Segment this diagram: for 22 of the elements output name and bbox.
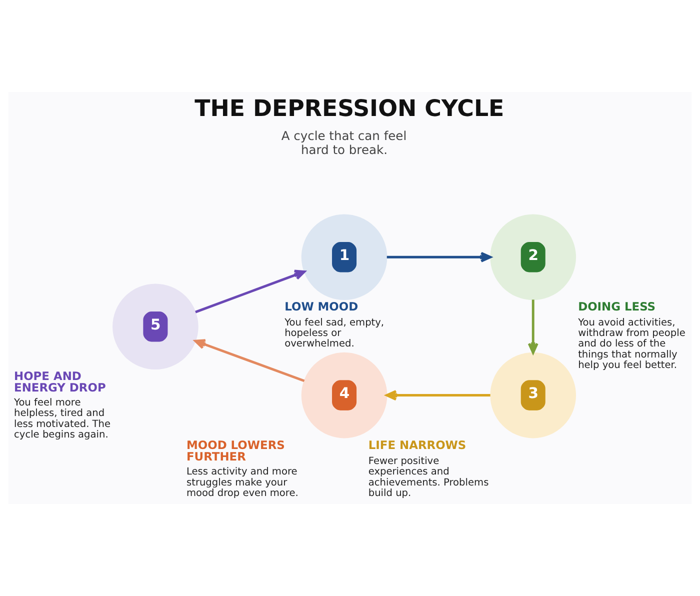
node-label: LOW MOOD <box>284 299 358 314</box>
arrow <box>194 339 305 382</box>
diagram-title: THE DEPRESSION CYCLE <box>194 96 504 122</box>
arrow <box>195 270 306 314</box>
node-label: You feel more helpless, tired and less motivated. The cycle begins again. <box>14 398 111 440</box>
node-circle: 3 <box>490 352 576 438</box>
node-label: LIFE NARROWS <box>368 438 466 452</box>
node-label: Less activity and more struggles make your mood drop even more. <box>186 466 298 499</box>
node-circle: 1 <box>301 214 388 300</box>
node-label: DOING LESS <box>578 299 656 314</box>
node-label: You avoid activities, withdraw from people and do less of the things that normally help you feel better. <box>578 317 686 371</box>
node-label: Fewer positive experiences and achievements. Problems build up. <box>368 456 489 499</box>
arrow <box>386 252 492 262</box>
arrow <box>528 300 538 354</box>
node-circle: 4 <box>301 352 388 438</box>
node-circle: 2 <box>490 214 576 300</box>
arrow <box>386 390 490 401</box>
node-label: You feel sad, empty, hopeless or overwhelmed. <box>284 317 384 350</box>
node-label: HOPE AND ENERGY DROP <box>14 368 106 394</box>
node-label: MOOD LOWERS FURTHER <box>186 438 285 464</box>
node-circle: 5 <box>112 284 198 370</box>
label: A cycle that can feel hard to break. <box>281 129 407 158</box>
